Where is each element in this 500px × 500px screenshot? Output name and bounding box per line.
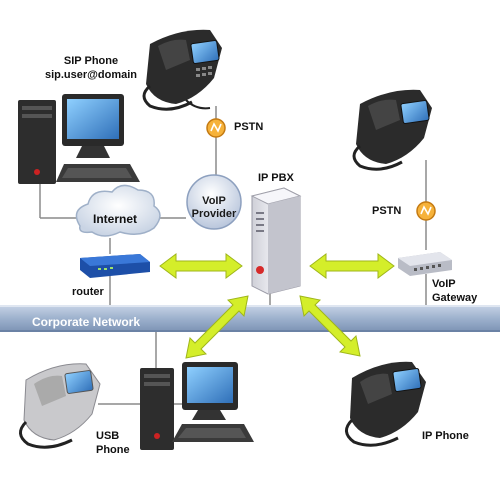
voip-provider-line1: VoIP <box>202 195 226 207</box>
bidirectional-arrow-icon <box>159 253 243 279</box>
bidirectional-arrow-icon <box>299 295 361 357</box>
corporate-network-label: Corporate Network <box>32 315 141 329</box>
router-icon <box>80 254 150 278</box>
voip-gateway-label-line1: VoIP <box>432 278 456 290</box>
corporate-network-band <box>0 305 500 332</box>
bidirectional-arrow-icon <box>185 295 249 359</box>
voip-provider-label: VoIP Provider <box>186 195 242 221</box>
voip-provider-line2: Provider <box>191 208 237 220</box>
desktop-computer-icon <box>140 362 254 450</box>
ip-phone-label: IP Phone <box>422 430 469 442</box>
voip-gateway-icon <box>398 252 452 276</box>
ip-pbx-server-icon <box>250 187 302 295</box>
ip-phone-icon <box>345 361 426 447</box>
internet-cloud-icon <box>75 184 161 237</box>
pstn-icon <box>416 201 436 221</box>
bidirectional-arrow-icon <box>309 253 395 279</box>
pstn-left-label: PSTN <box>234 121 264 133</box>
router-label: router <box>72 286 104 298</box>
ip-pbx-label: IP PBX <box>258 172 294 184</box>
pstn-icon <box>206 118 226 138</box>
desktop-computer-icon <box>18 94 140 184</box>
usb-phone-label-line1: USB <box>96 430 120 442</box>
voip-gateway-label-line2: Gateway <box>432 292 478 304</box>
sip-phone-icon <box>352 89 432 171</box>
pstn-right-label: PSTN <box>372 205 402 217</box>
voip-provider-icon <box>186 174 242 230</box>
internet-label: Internet <box>93 212 138 226</box>
sip-phone-icon <box>142 29 222 111</box>
usb-phone-label-line2: Phone <box>96 444 130 456</box>
usb-phone-icon <box>19 363 101 449</box>
sip-address-label: sip.user@domain <box>44 69 138 81</box>
sip-phone-label: SIP Phone <box>63 55 119 67</box>
